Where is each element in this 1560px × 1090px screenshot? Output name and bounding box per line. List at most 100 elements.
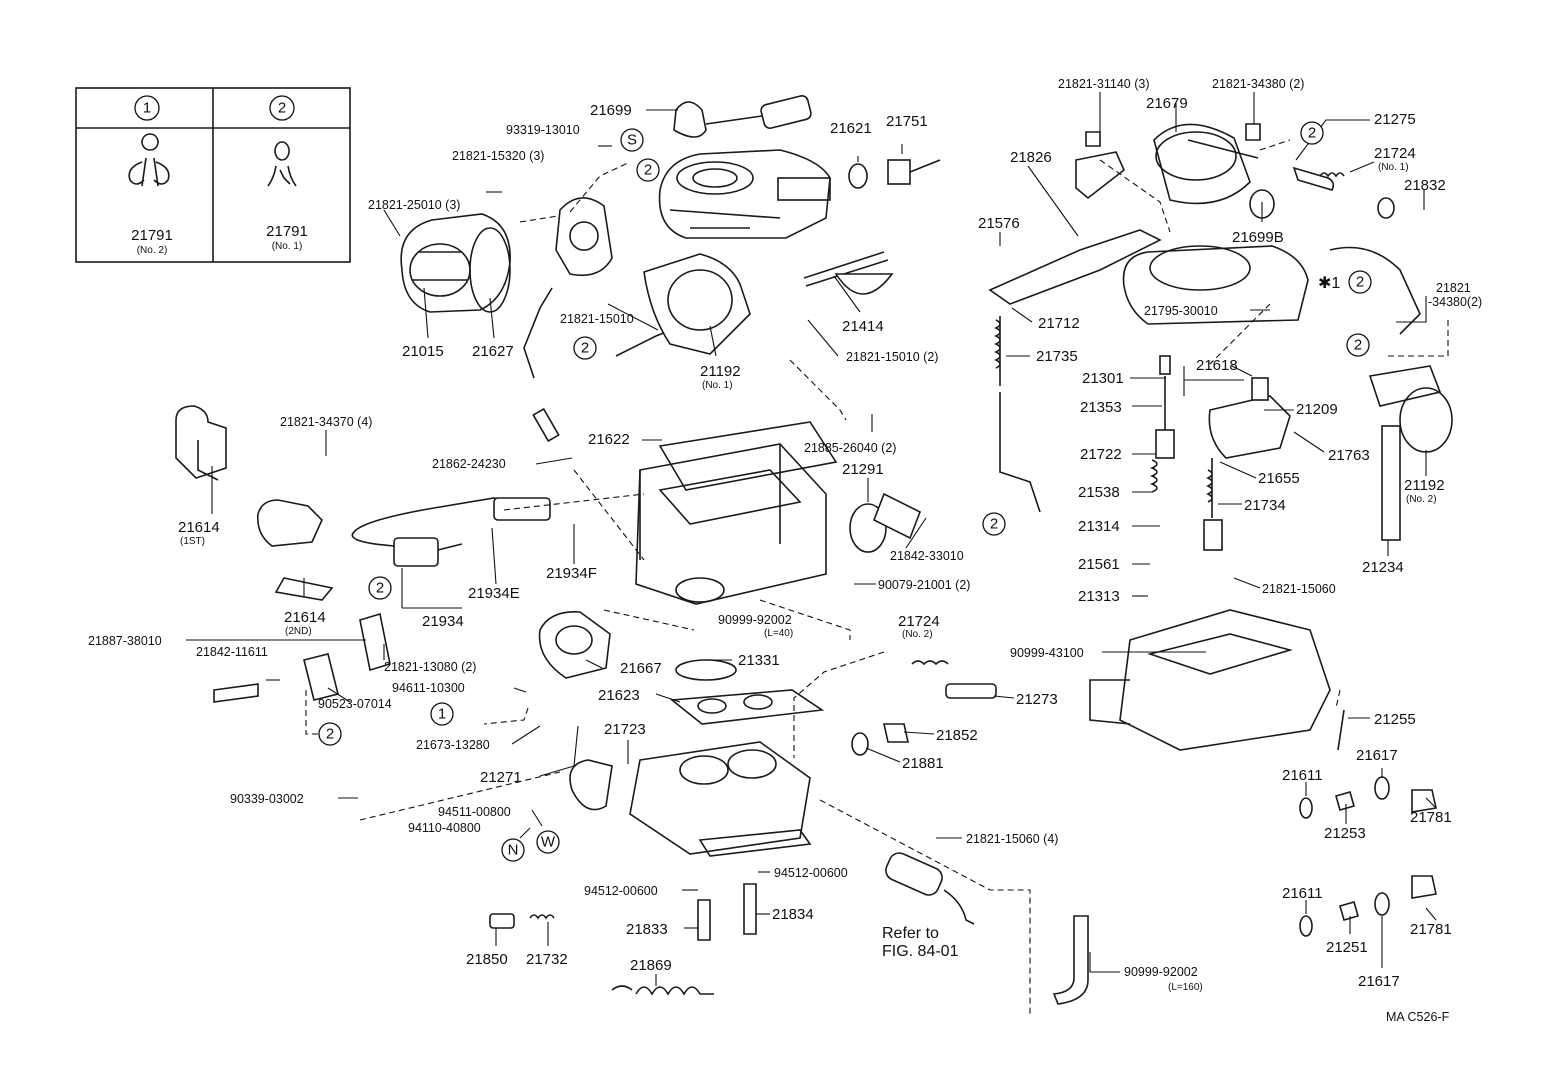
piston-sketch	[1203, 519, 1223, 551]
callout-21821-34380-a: 21821-34380 (2)	[1212, 77, 1304, 91]
svg-text:2: 2	[581, 340, 589, 357]
spring-21724-1-sketch	[1319, 172, 1345, 178]
part-21414-sketch	[803, 251, 894, 295]
legend-part-2: 21791	[266, 223, 308, 240]
callout-90999-92002-a: 90999-92002	[718, 613, 792, 627]
callout-21331: 21331	[738, 652, 780, 669]
nut-21852-sketch	[883, 723, 909, 743]
callout-93319-13010: 93319-13010	[506, 123, 580, 137]
callout-21781-a: 21781	[1410, 809, 1452, 826]
screw-21862-sketch	[532, 407, 560, 443]
marker-2-r3: 2	[1346, 333, 1370, 357]
callout-21821-15060-b: 21821-15060 (4)	[966, 832, 1058, 846]
legend-marker-1: 1	[134, 95, 160, 121]
legend-note-2: (No. 1)	[272, 241, 303, 252]
bracket-21826-sketch	[1075, 151, 1125, 200]
callout-94512-00600-b: 94512-00600	[774, 866, 848, 880]
callout-21313: 21313	[1078, 588, 1120, 605]
callout-21291: 21291	[842, 461, 884, 478]
washer-21611-b-sketch	[1299, 915, 1313, 937]
gasket-21627-sketch	[469, 227, 511, 313]
marker-2-bracket: 2	[573, 336, 597, 360]
callout-21850: 21850	[466, 951, 508, 968]
callout-21627: 21627	[472, 343, 514, 360]
callout-21826: 21826	[1010, 149, 1052, 166]
callout-21934F: 21934F	[546, 565, 597, 582]
screw-21251-sketch	[1339, 901, 1359, 921]
oring-21291-sketch	[849, 503, 887, 553]
callout-21655: 21655	[1258, 470, 1300, 487]
screw-21821-31140-sketch	[1085, 131, 1101, 147]
clip-legend-box: 1 2 21791 (No. 2) 21791 (No. 1)	[75, 87, 351, 263]
callout-21934: 21934	[422, 613, 464, 630]
pump-cover-sketch	[555, 197, 613, 277]
callout-21724-2-note: (No. 2)	[902, 629, 933, 640]
svg-text:2: 2	[1354, 337, 1362, 354]
linkage-arm-sketch	[569, 759, 613, 811]
pin-21255-sketch	[1337, 709, 1345, 751]
callout-21673-13280: 21673-13280	[416, 738, 490, 752]
callout-21192-2-note: (No. 2)	[1406, 494, 1437, 505]
callout-21842-11611: 21842-11611	[196, 645, 268, 659]
svg-text:W: W	[541, 834, 556, 851]
callout-21234: 21234	[1362, 559, 1404, 576]
marker-2-left: 2	[368, 576, 392, 600]
callout-21795-30010: 21795-30010	[1144, 304, 1218, 318]
assembly-lines	[305, 139, 1449, 1016]
callout-21834: 21834	[772, 906, 814, 923]
screw-21253-sketch	[1335, 791, 1355, 811]
screw-21273-sketch	[945, 683, 997, 699]
bolt-21842-sketch	[213, 683, 259, 703]
callout-21209: 21209	[1296, 401, 1338, 418]
screw-21275-sketch	[1292, 166, 1335, 191]
svg-text:2: 2	[376, 580, 384, 597]
callout-21732: 21732	[526, 951, 568, 968]
svg-text:N: N	[508, 842, 519, 859]
link-rod-sketch	[523, 287, 553, 379]
callout-21611-b: 21611	[1282, 885, 1323, 902]
callout-21821-34380-b2: -34380(2)	[1428, 295, 1482, 309]
main-body-sketch	[635, 443, 827, 605]
callout-21538: 21538	[1078, 484, 1120, 501]
legend-note-1: (No. 2)	[137, 245, 168, 256]
spring-21869-sketch	[611, 985, 714, 996]
note-line-1: Refer to	[882, 925, 939, 942]
callout-21622: 21622	[588, 431, 630, 448]
needle-21353-sketch	[1149, 355, 1175, 493]
marker-2-rod: 2	[982, 512, 1006, 536]
callout-90339-03002: 90339-03002	[230, 792, 304, 806]
callout-21353: 21353	[1080, 399, 1122, 416]
pump-21667-sketch	[538, 611, 611, 679]
air-horn-right-sketch	[1122, 245, 1309, 325]
callout-21253: 21253	[1324, 825, 1366, 842]
callout-21271: 21271	[480, 769, 522, 786]
sensor-21934-sketch	[351, 497, 551, 567]
diaphragm-21699-sketch	[673, 95, 812, 138]
callout-21273: 21273	[1016, 691, 1058, 708]
callout-90999-92002-b-note: (L=160)	[1168, 982, 1203, 993]
leader-lines	[186, 92, 1437, 986]
callout-90523-07014: 90523-07014	[318, 697, 392, 711]
clip-no2-icon	[128, 133, 170, 187]
callout-21667: 21667	[620, 660, 662, 677]
clip-no1-icon	[267, 141, 297, 187]
washer-21617-a-sketch	[1374, 776, 1390, 800]
callout-21862-24230: 21862-24230	[432, 457, 506, 471]
callout-21724-2: 21724	[898, 613, 940, 630]
screw-21833-sketch	[697, 899, 711, 941]
svg-text:1: 1	[143, 100, 151, 117]
gasket-21623-sketch	[669, 689, 825, 725]
screw-21850-sketch	[489, 913, 515, 929]
callout-21734: 21734	[1244, 497, 1286, 514]
callout-21623: 21623	[598, 687, 640, 704]
callout-21885-26040: 21885-26040 (2)	[804, 441, 896, 455]
callout-90999-92002-a-note: (L=40)	[764, 628, 793, 639]
callout-21301: 21301	[1082, 370, 1124, 387]
callout-21821-34370: 21821-34370 (4)	[280, 415, 372, 429]
callout-21724-1-note: (No. 1)	[1378, 162, 1409, 173]
callout-21887-38010: 21887-38010	[88, 634, 162, 648]
callout-21821-13080: 21821-13080 (2)	[384, 660, 476, 674]
washer-21611-a-sketch	[1299, 797, 1313, 819]
spring-21735-sketch	[994, 316, 1001, 386]
